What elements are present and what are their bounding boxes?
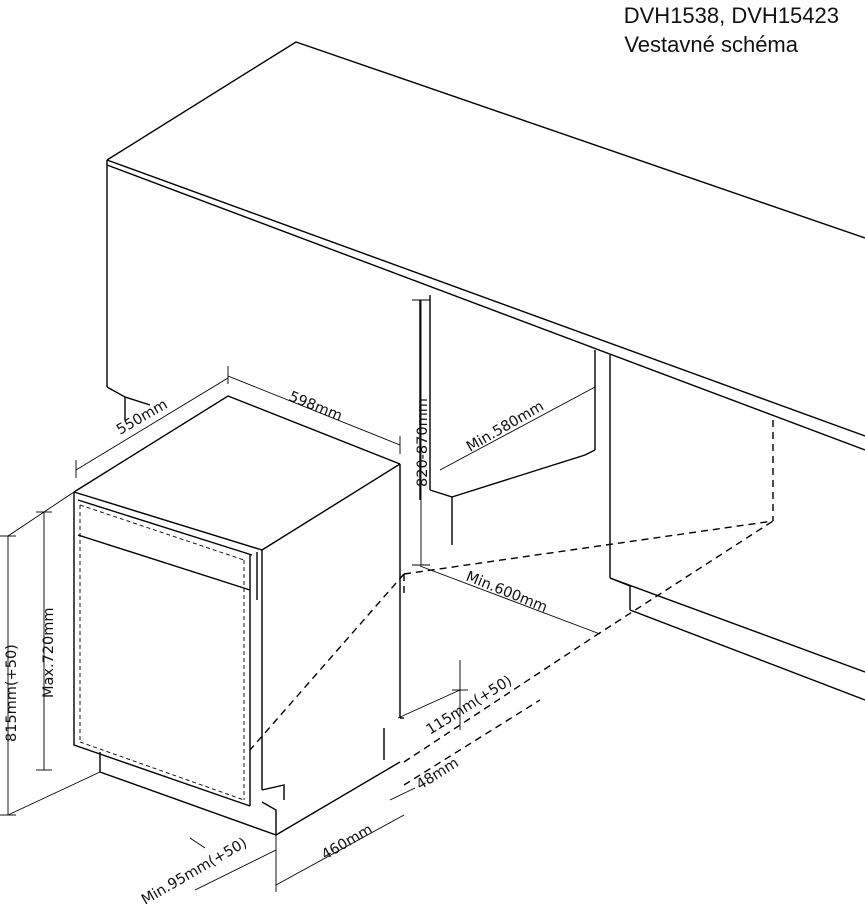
dim-niche-width: Min.600mm <box>464 569 550 616</box>
dim-door-height: Max.720mm <box>41 607 57 698</box>
dim-plinth-height: 115mm(+50) <box>424 673 515 738</box>
dim-niche-depth: Min.580mm <box>464 398 547 455</box>
model-numbers: DVH1538, DVH15423 <box>623 3 839 28</box>
diagram-subtitle: Vestavné schéma <box>624 32 798 57</box>
dim-niche-height: 820-870mm <box>415 398 431 487</box>
dimension-lines <box>0 299 601 892</box>
dim-min-clearance: Min.95mm(+50) <box>139 835 250 908</box>
dim-plinth-gap: 48mm <box>414 755 462 793</box>
kitchen-cabinets <box>106 41 865 786</box>
dim-width: 598mm <box>287 389 345 425</box>
dim-plinth-depth: 460mm <box>319 822 375 864</box>
dim-total-height: 815mm(+50) <box>4 644 20 742</box>
dishwasher <box>73 395 404 836</box>
